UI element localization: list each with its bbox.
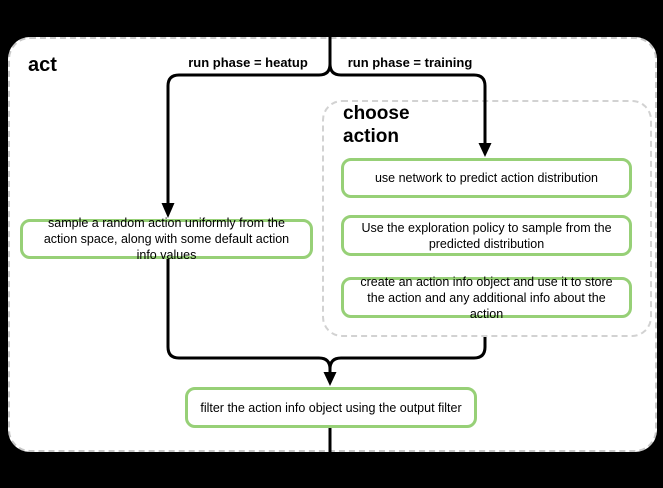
node-exploration-policy: Use the exploration policy to sample fro…	[341, 215, 632, 256]
node-create-action-info: create an action info object and use it …	[341, 275, 632, 321]
choose-action-group-title: choose action	[343, 103, 410, 148]
panel-title: act	[28, 54, 57, 76]
node-sample-random-action: sample a random action uniformly from th…	[20, 216, 313, 262]
branch-label-heatup: run phase = heatup	[188, 55, 308, 70]
node-use-network: use network to predict action distributi…	[341, 158, 632, 198]
node-filter-action-info: filter the action info object using the …	[185, 387, 477, 428]
branch-label-training: run phase = training	[347, 55, 473, 70]
